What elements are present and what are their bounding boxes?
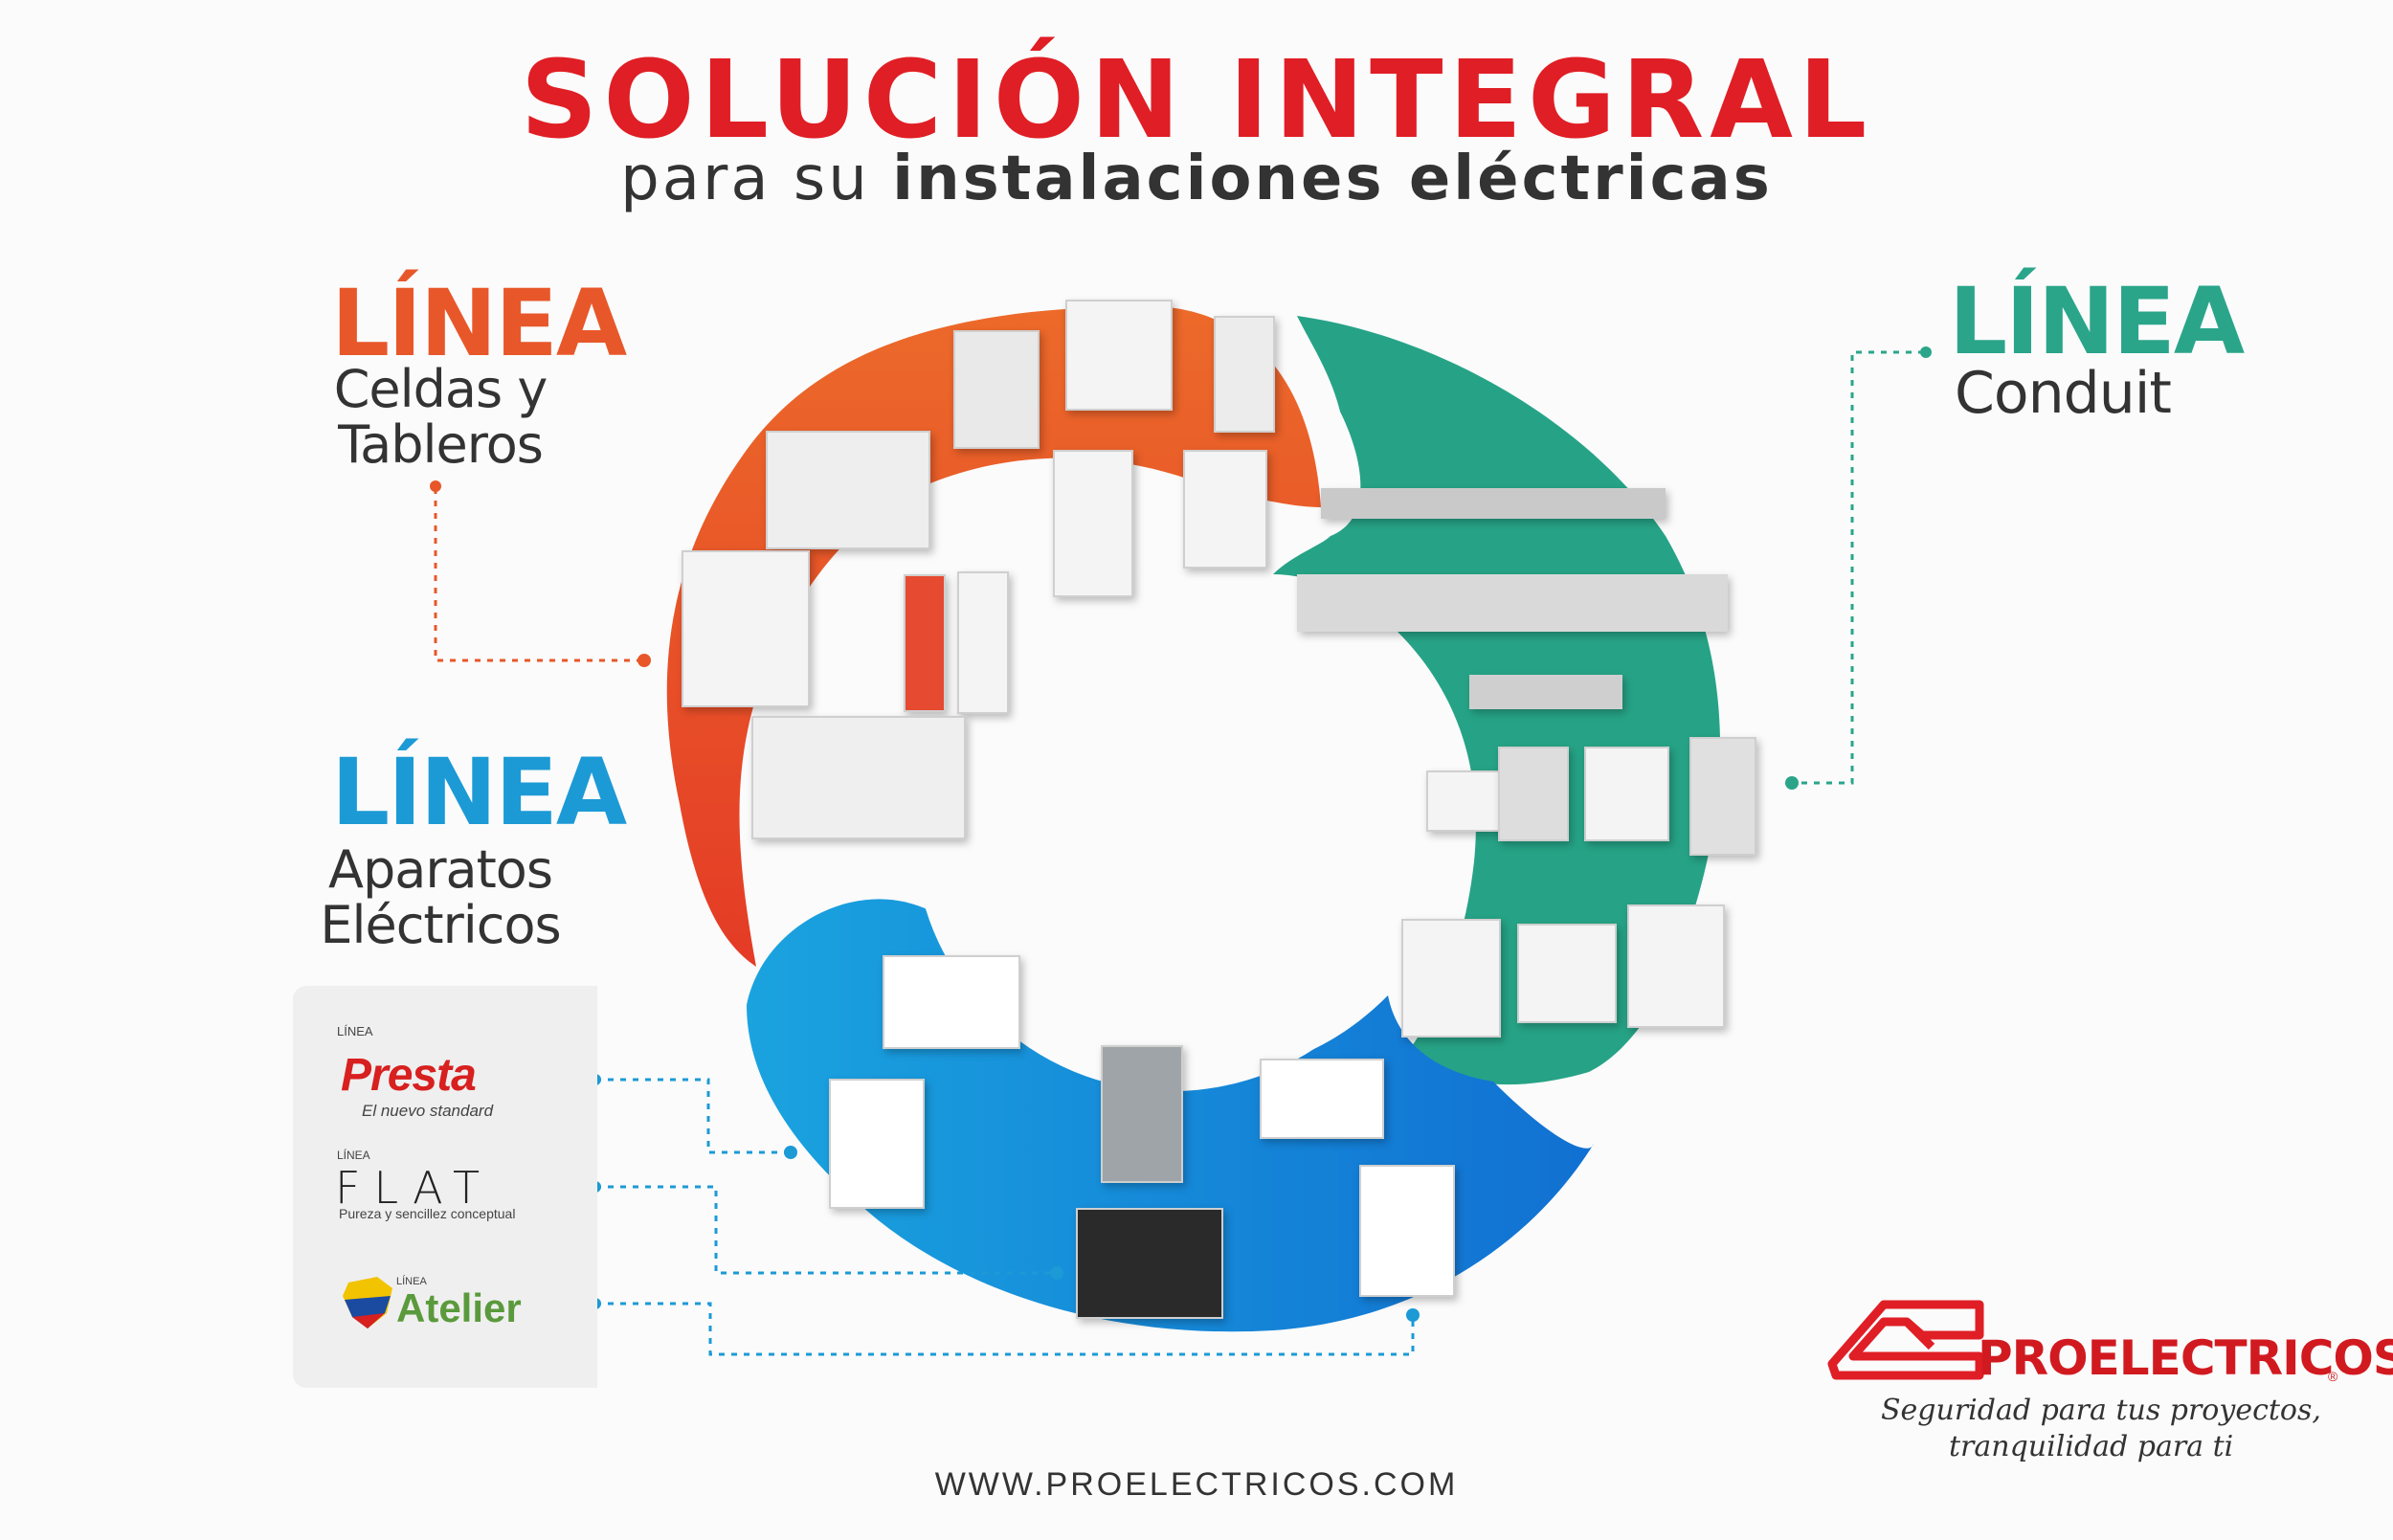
flat-slogan: Pureza y sencillez conceptual	[339, 1206, 516, 1221]
colombia-map-icon	[343, 1277, 392, 1328]
cabinet-product	[1214, 316, 1275, 433]
atelier-tag: LÍNEA	[396, 1276, 427, 1287]
conduit-heading: LÍNEA	[1949, 268, 2245, 375]
enclosure-product	[1517, 924, 1617, 1023]
din-rail-product	[1469, 675, 1622, 709]
enclosure-product	[1498, 747, 1569, 841]
presta-logo: Presta	[341, 1050, 477, 1101]
aparatos-line1: Aparatos	[328, 839, 553, 900]
enclosure-product	[1689, 737, 1756, 856]
switch-product	[829, 1079, 925, 1209]
celdas-heading: LÍNEA	[331, 270, 627, 377]
switchgear-product	[751, 716, 966, 839]
celdas-line1: Celdas y	[333, 359, 548, 419]
switchgear-product	[682, 550, 810, 707]
connector-presta	[595, 1078, 791, 1154]
cabinet-product	[953, 330, 1040, 449]
conduit-label: Conduit	[1955, 360, 2172, 427]
cabinet-product	[904, 574, 946, 712]
company-slogan-1: Seguridad para tus proyectos,	[1881, 1394, 2321, 1427]
celdas-label: Celdas y Tableros	[316, 362, 565, 473]
presta-tag: LÍNEA	[337, 1024, 373, 1038]
cabinet-product	[957, 571, 1009, 714]
presta-slogan: El nuevo standard	[362, 1102, 494, 1120]
website-link[interactable]: WWW.PROELECTRICOS.COM	[934, 1466, 1459, 1503]
enclosure-product	[1401, 919, 1501, 1038]
connector-atelier	[595, 1302, 1415, 1356]
enclosure-product	[1584, 747, 1669, 841]
switchgear-product	[766, 431, 930, 549]
connector-conduit	[1792, 350, 1924, 785]
subtitle-prefix: para su	[620, 144, 870, 214]
junction-box-product	[1297, 574, 1728, 632]
company-slogan-2: tranquilidad para ti	[1949, 1430, 2234, 1463]
switch-product	[1359, 1165, 1455, 1297]
enclosure-product	[1627, 904, 1725, 1028]
subtitle-bold: instalaciones eléctricas	[892, 144, 1773, 214]
aparatos-heading: LÍNEA	[331, 739, 627, 846]
cabinet-product	[1053, 450, 1133, 597]
aparatos-label: Aparatos Eléctricos	[306, 842, 574, 953]
connector-celdas	[434, 488, 643, 662]
proelectricos-logo-icon	[1827, 1300, 1984, 1380]
switch-product	[1101, 1045, 1183, 1183]
page-title: SOLUCIÓN INTEGRAL	[520, 38, 1873, 163]
connector-flat	[595, 1185, 1057, 1275]
enclosure-product	[1426, 770, 1507, 832]
registered-mark: ®	[2328, 1369, 2338, 1384]
flat-logo: FLAT	[335, 1162, 494, 1214]
outlet-product	[1076, 1208, 1223, 1319]
page-subtitle: para su instalaciones eléctricas	[0, 144, 2393, 214]
cabinet-product	[1065, 300, 1173, 411]
brands-panel	[293, 986, 597, 1388]
flat-tag: LÍNEA	[337, 1149, 370, 1162]
celdas-line2: Tableros	[338, 414, 544, 475]
conduit-fittings-product	[1321, 488, 1666, 519]
atelier-logo: Atelier	[396, 1285, 522, 1330]
aparatos-line2: Eléctricos	[320, 895, 561, 955]
cabinet-product	[1183, 450, 1267, 569]
company-name: PROELECTRICOS	[1978, 1330, 2393, 1386]
gfci-outlet-product	[1260, 1059, 1384, 1139]
outlet-product	[883, 955, 1020, 1049]
